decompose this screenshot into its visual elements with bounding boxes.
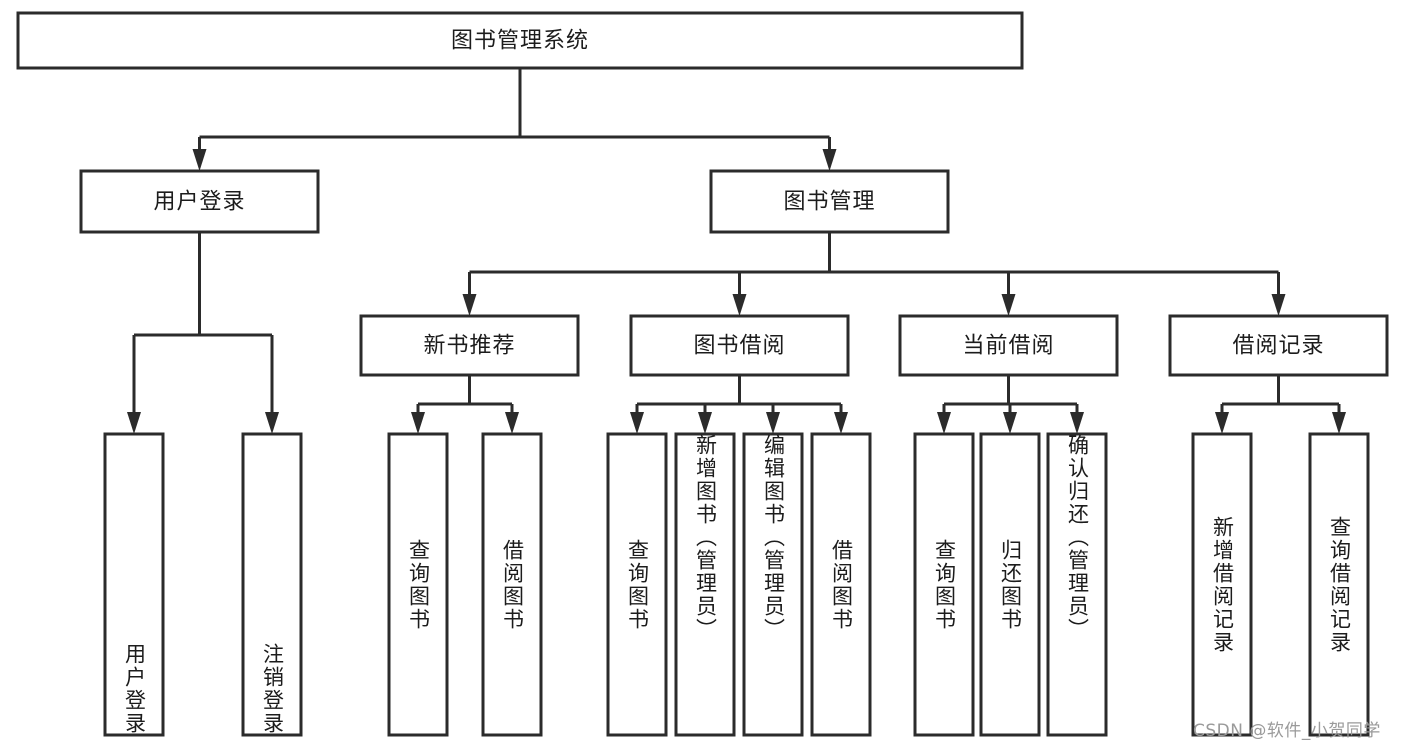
node-box-leaf-cur-confirm[interactable] — [1046, 432, 1108, 737]
node-box-leaf-cur-return[interactable] — [979, 432, 1041, 737]
node-box-newbook[interactable] — [359, 314, 580, 377]
node-box-leaf-nb-borrow[interactable] — [481, 432, 543, 737]
node-box-leaf-rec-add[interactable] — [1191, 432, 1253, 737]
node-box-leaf-user-logout[interactable] — [241, 432, 303, 737]
csdn-watermark: CSDN @软件_小贺同学 — [1193, 721, 1381, 741]
node-box-leaf-user-login[interactable] — [103, 432, 165, 737]
node-box-login[interactable] — [79, 169, 320, 234]
node-label-borrow: 图书借阅 — [693, 334, 785, 359]
arrow-head-leaf-nb-query — [411, 412, 425, 434]
arrow-head-record — [1271, 294, 1286, 316]
node-box-leaf-bw-add[interactable] — [674, 432, 736, 737]
node-label-root: 图书管理系统 — [451, 29, 589, 54]
arrow-head-leaf-bw-query — [630, 412, 644, 434]
node-label-newbook: 新书推荐 — [423, 334, 515, 359]
node-box-leaf-cur-query[interactable] — [913, 432, 975, 737]
node-box-root[interactable] — [16, 11, 1024, 70]
arrow-head-borrow — [732, 294, 747, 316]
arrow-head-leaf-bw-edit — [766, 412, 780, 434]
arrow-head-newbook — [462, 294, 477, 316]
node-box-leaf-bw-edit[interactable] — [742, 432, 804, 737]
arrow-head-leaf-bw-add — [698, 412, 712, 434]
arrow-head-leaf-cur-query — [937, 412, 951, 434]
node-label-current: 当前借阅 — [962, 334, 1054, 359]
node-label-record: 借阅记录 — [1232, 334, 1324, 359]
node-label-login: 用户登录 — [153, 190, 245, 215]
arrow-head-leaf-cur-return — [1003, 412, 1017, 434]
node-box-bookmgmt[interactable] — [709, 169, 950, 234]
node-box-leaf-bw-query[interactable] — [606, 432, 668, 737]
node-box-leaf-rec-query[interactable] — [1308, 432, 1370, 737]
arrow-head-login — [192, 149, 207, 171]
node-label-bookmgmt: 图书管理 — [783, 190, 875, 215]
node-box-record[interactable] — [1168, 314, 1389, 377]
arrow-head-leaf-bw-lend — [834, 412, 848, 434]
node-box-leaf-bw-lend[interactable] — [810, 432, 872, 737]
arrow-head-leaf-nb-borrow — [505, 412, 519, 434]
node-box-borrow[interactable] — [629, 314, 850, 377]
arrow-head-leaf-rec-add — [1215, 412, 1229, 434]
arrow-head-leaf-user-logout — [265, 412, 279, 434]
arrow-head-leaf-cur-confirm — [1070, 412, 1084, 434]
arrow-head-current — [1001, 294, 1016, 316]
node-box-current[interactable] — [898, 314, 1119, 377]
node-box-leaf-nb-query[interactable] — [387, 432, 449, 737]
arrow-head-leaf-rec-query — [1332, 412, 1346, 434]
arrow-head-bookmgmt — [822, 149, 837, 171]
arrow-head-leaf-user-login — [127, 412, 141, 434]
